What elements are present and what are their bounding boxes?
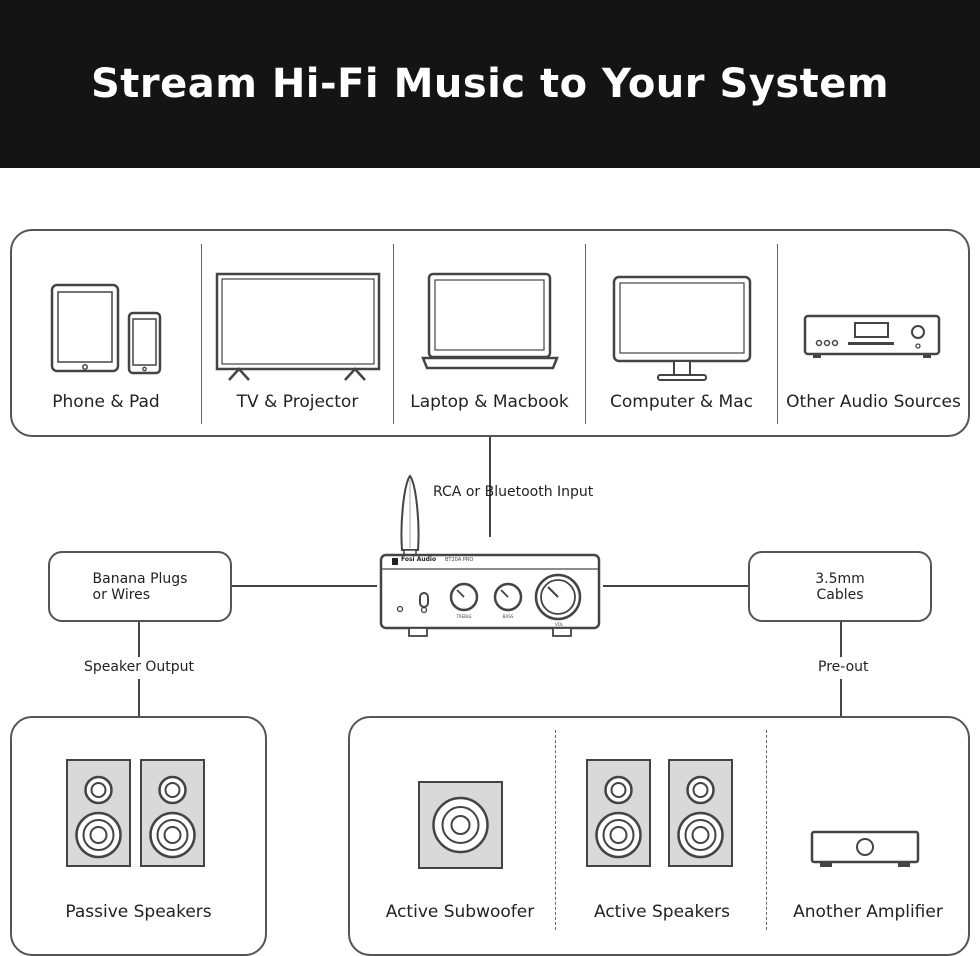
output-label: Active Subwoofer: [385, 902, 535, 922]
output-label: Another Amplifier: [793, 902, 943, 922]
source-label: Phone & Pad: [52, 392, 160, 412]
source-label: Other Audio Sources: [786, 392, 961, 412]
monitor-icon: [612, 275, 754, 381]
phone-tablet-icon: [50, 283, 165, 375]
left-vertical-line: [138, 622, 140, 657]
output-label: Active Speakers: [594, 902, 730, 922]
sources-divider: [393, 244, 394, 424]
active-divider: [555, 730, 556, 930]
speaker-output-label: Speaker Output: [84, 659, 195, 675]
amplifier-icon: [378, 472, 602, 640]
page-title: Stream Hi-Fi Music to Your System: [90, 61, 890, 107]
right-vertical-line: [840, 622, 842, 657]
right-connector-label: 3.5mm Cables: [815, 570, 865, 603]
source-label: Laptop & Macbook: [410, 392, 569, 412]
left-connector-label: Banana Plugs or Wires: [92, 570, 188, 603]
passive-output-panel: [10, 716, 267, 956]
right-vertical-line: [840, 679, 842, 717]
amplifier-knob-label: TREBLE: [456, 614, 472, 619]
amplifier-unit-icon: [810, 830, 920, 870]
left-vertical-line: [138, 679, 140, 717]
sources-divider: [201, 244, 202, 424]
output-label: Passive Speakers: [65, 902, 212, 922]
active-divider: [766, 730, 767, 930]
subwoofer-icon: [418, 781, 504, 871]
source-label: Computer & Mac: [609, 392, 753, 412]
amplifier-knob-label: VOL: [554, 622, 564, 627]
header-banner: Stream Hi-Fi Music to Your System: [0, 0, 980, 168]
right-connector-box: 3.5mm Cables: [748, 551, 932, 622]
amplifier-knob-label: BASS: [502, 614, 514, 619]
input-label: RCA or Bluetooth Input: [433, 484, 594, 500]
active-speakers-icon: [586, 759, 736, 869]
sources-divider: [777, 244, 778, 424]
passive-speakers-icon: [66, 759, 208, 869]
left-connector-box: Banana Plugs or Wires: [48, 551, 232, 622]
sources-divider: [585, 244, 586, 424]
left-horizontal-line: [232, 585, 377, 587]
audio-player-icon: [803, 314, 943, 360]
amplifier-model: BT20A PRO: [445, 557, 474, 563]
pre-out-label: Pre-out: [818, 659, 869, 675]
laptop-icon: [421, 272, 559, 370]
amplifier-brand: Fosi Audio: [401, 556, 437, 563]
input-connector-line: [489, 437, 491, 537]
source-label: TV & Projector: [236, 392, 359, 412]
tv-icon: [215, 272, 381, 384]
right-horizontal-line: [603, 585, 748, 587]
